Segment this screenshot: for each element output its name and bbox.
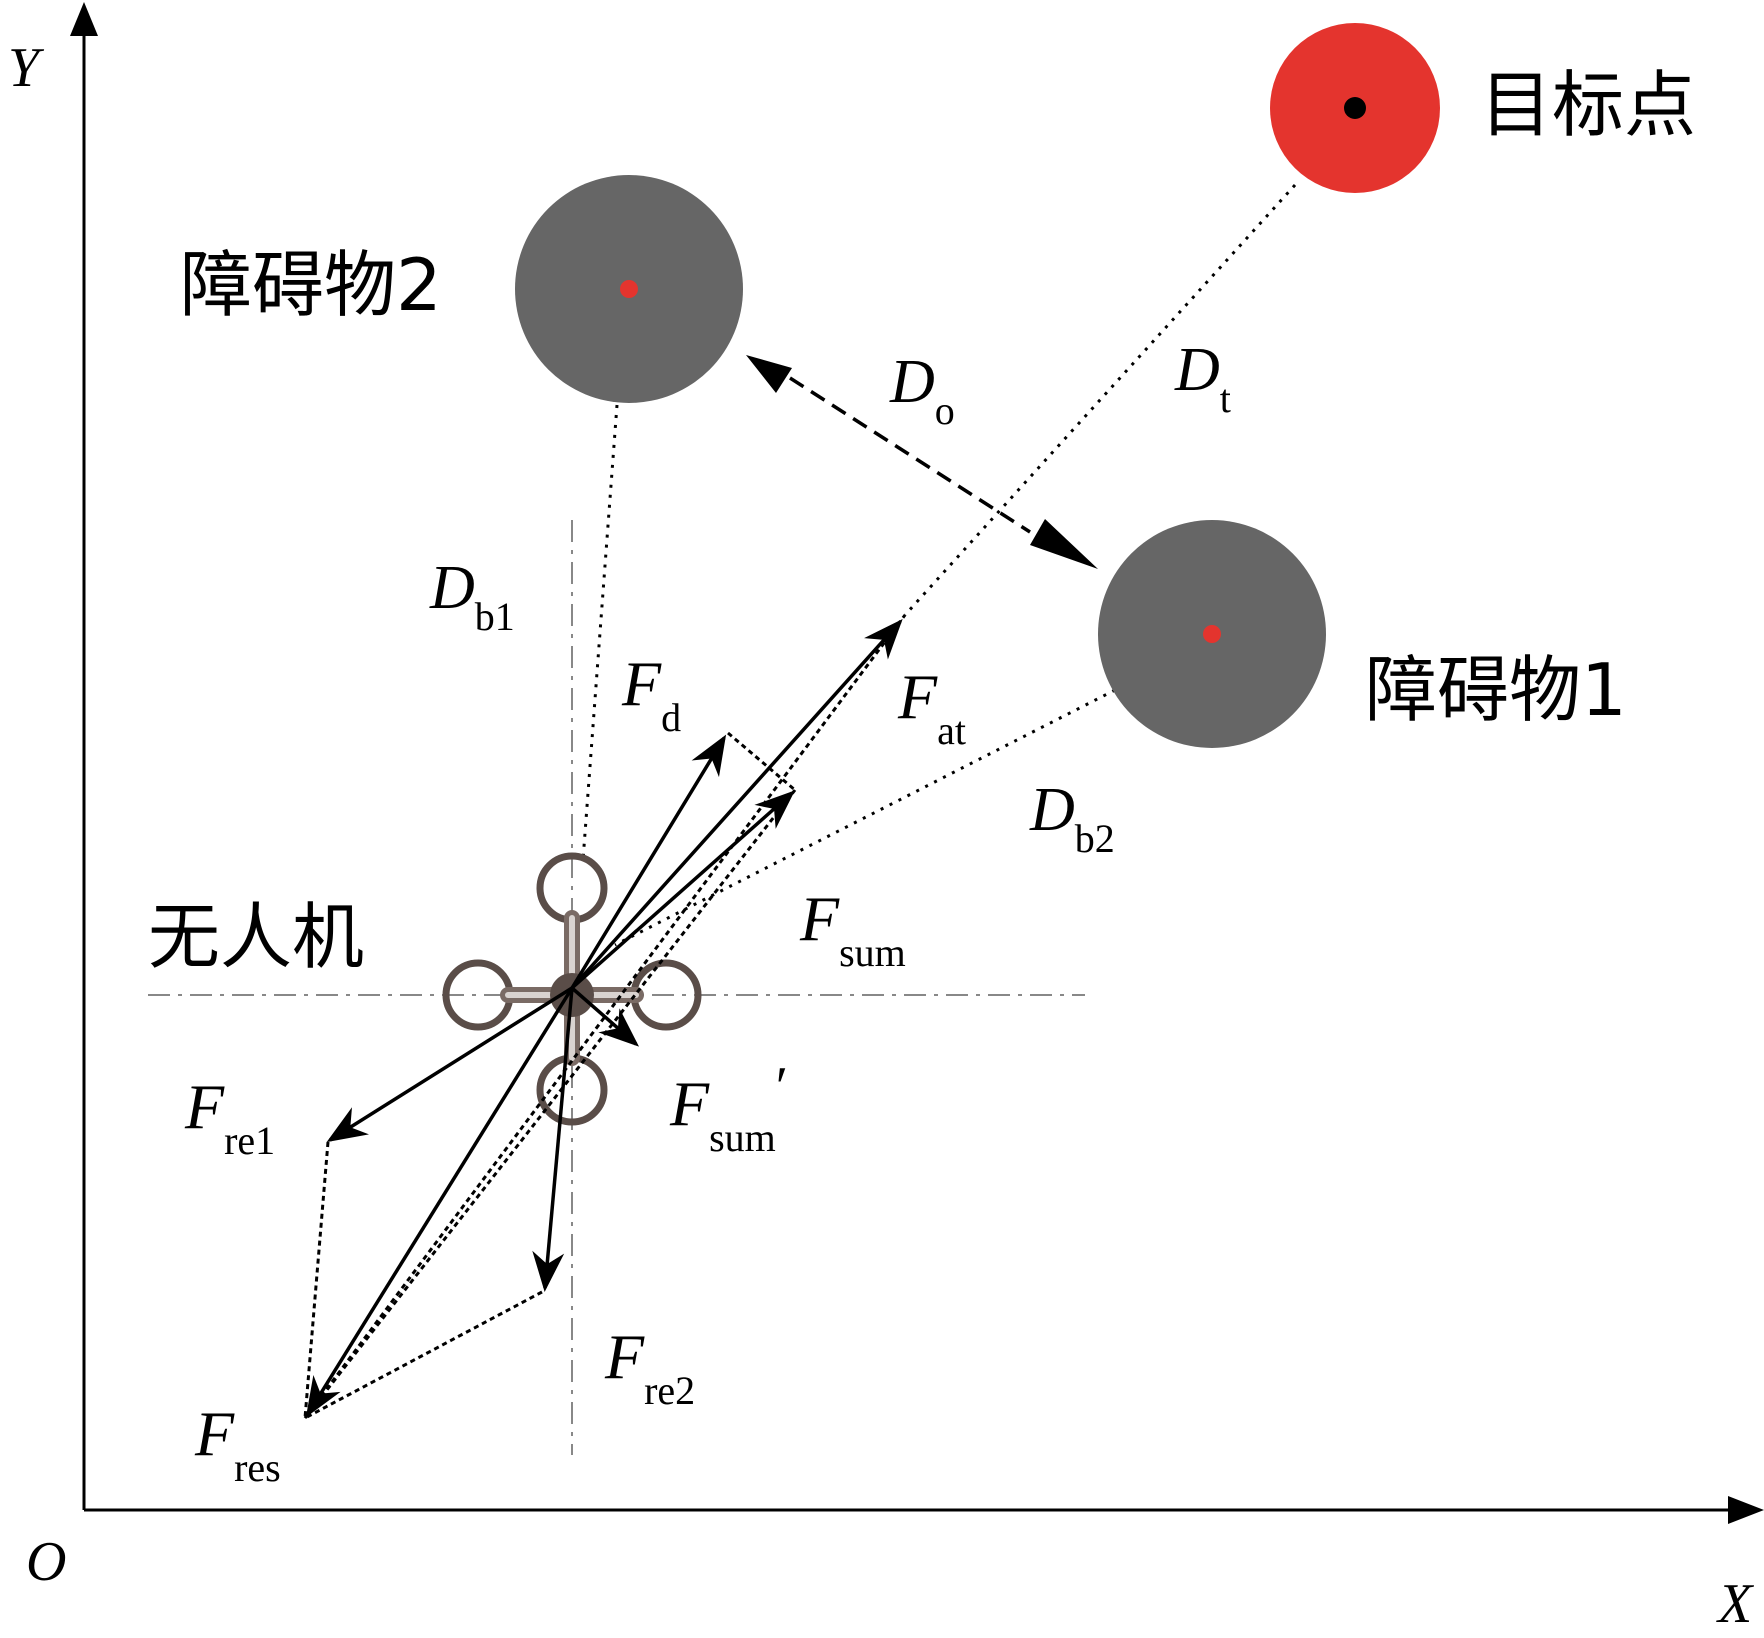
db1-line bbox=[581, 404, 619, 861]
obstacle-2-label: 障碍物2 bbox=[180, 243, 442, 327]
axes: Y O X bbox=[8, 2, 1764, 1635]
distance-labels: Do Dt Db1 Db2 bbox=[429, 336, 1231, 861]
do-label: Do bbox=[889, 348, 955, 433]
fres-to-fsum-dashed bbox=[303, 789, 797, 1419]
fsum-vector bbox=[570, 790, 795, 990]
obstacle-1 bbox=[1098, 520, 1326, 748]
obstacle-2-center-dot bbox=[620, 280, 638, 298]
target-label: 目标点 bbox=[1480, 63, 1696, 147]
db1-label: Db1 bbox=[429, 554, 515, 639]
do-arrowhead-upper-icon bbox=[746, 355, 792, 393]
obstacle-2 bbox=[515, 175, 743, 403]
fsum-prime-vector bbox=[570, 986, 640, 1047]
x-axis-label: X bbox=[1716, 1573, 1755, 1635]
origin-label: O bbox=[26, 1531, 66, 1593]
force-vectors bbox=[305, 619, 903, 1418]
fd-vector bbox=[570, 734, 727, 989]
fsum-label: Fsum bbox=[799, 883, 906, 975]
fre2-to-fres-dashed bbox=[304, 1290, 543, 1420]
do-arrowhead-lower-icon bbox=[1030, 519, 1098, 569]
fres-label: Fres bbox=[194, 1398, 281, 1490]
fat-label: Fat bbox=[897, 661, 966, 753]
fd-to-fsum-dashed bbox=[727, 731, 796, 792]
fsum-prime-label: Fsum′ bbox=[669, 1056, 788, 1160]
obstacle-1-label: 障碍物1 bbox=[1365, 648, 1627, 732]
distance-lines bbox=[581, 183, 1297, 947]
uav-label: 无人机 bbox=[148, 895, 364, 979]
dt-line bbox=[903, 183, 1297, 617]
target-point bbox=[1270, 23, 1440, 193]
x-axis-arrow-icon bbox=[1728, 1496, 1764, 1524]
fat-vector bbox=[570, 619, 903, 990]
fre2-label: Fre2 bbox=[604, 1321, 695, 1413]
target-center-dot bbox=[1344, 97, 1366, 119]
fre1-vector bbox=[326, 986, 573, 1143]
y-axis-arrow-icon bbox=[70, 2, 98, 36]
fres-vector bbox=[305, 987, 574, 1418]
fre2-vector bbox=[532, 987, 574, 1292]
db2-label: Db2 bbox=[1029, 776, 1115, 861]
force-labels: Fd Fat Fsum Fsum′ Fre1 Fre2 Fres bbox=[184, 648, 966, 1490]
y-axis-label: Y bbox=[8, 37, 45, 99]
fre1-to-fres-dashed bbox=[303, 1141, 330, 1419]
dt-label: Dt bbox=[1174, 336, 1231, 421]
fre1-label: Fre1 bbox=[184, 1071, 275, 1163]
fd-label: Fd bbox=[621, 648, 681, 740]
do-arrow bbox=[789, 376, 1031, 534]
construction-lines bbox=[303, 614, 907, 1420]
db2-line bbox=[614, 688, 1116, 947]
obstacle-1-center-dot bbox=[1203, 625, 1221, 643]
